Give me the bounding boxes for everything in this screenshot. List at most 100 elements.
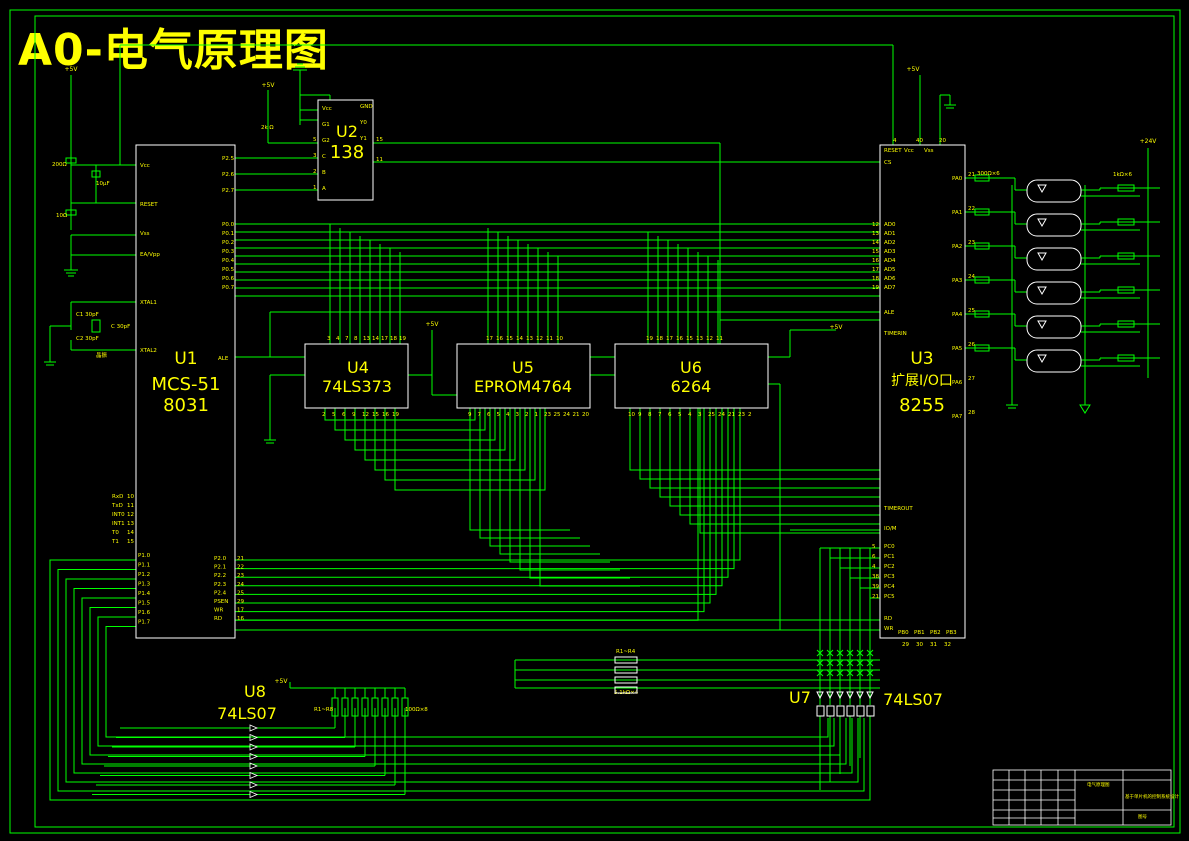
u1-pin-rlow: P2.2: [214, 573, 226, 579]
led-diode-icon: [1037, 218, 1047, 228]
u8-part: 74LS07: [217, 704, 277, 723]
optocoupler: [1026, 213, 1082, 237]
u6-pin-num: 17: [666, 336, 673, 342]
wire: [49, 559, 871, 801]
title-block: [992, 769, 1172, 826]
u2-ref: U2: [336, 122, 358, 141]
u3-pin-num: 22: [968, 206, 975, 212]
u1-pin-rlow: WR: [214, 608, 223, 614]
resistor: [1117, 252, 1135, 260]
u3-pin-pa: PA7: [952, 414, 963, 420]
resistor: [974, 208, 990, 216]
u6-pin-num: 12: [706, 336, 713, 342]
u3-pin-wr: WR: [884, 626, 893, 632]
u3-pin-pc: PC5: [884, 594, 895, 600]
u3-name: 扩展I/O口: [891, 373, 953, 389]
r-pulldown-label: 10Ω: [56, 213, 67, 219]
u3-pin-num: 4: [893, 138, 897, 144]
u5-pin-num: 20: [582, 412, 589, 418]
u5-pin-num: 13: [526, 336, 533, 342]
u3-pin-num: 15: [872, 249, 879, 255]
u3-pin-num: 18: [872, 276, 879, 282]
u1-pin-num: 29: [237, 599, 244, 605]
led-segment: [836, 705, 845, 717]
u6-pin-num: 9: [638, 412, 642, 418]
wire: [519, 408, 620, 571]
u2-pin-num: 5: [313, 137, 317, 143]
wire: [499, 408, 600, 555]
buffer-gate: [249, 762, 259, 770]
u1-pin-p2-6: P2.6: [222, 172, 235, 178]
u3-pin-addr: AD5: [884, 267, 896, 273]
u5-pin-num: 24: [563, 412, 570, 418]
u5-pin-num: 4: [506, 412, 510, 418]
crystal: [91, 319, 101, 333]
u1-pin-num: 16: [237, 616, 244, 622]
u4-pin-num: 5: [332, 412, 336, 418]
u1-pin-num: 11: [127, 503, 134, 509]
u2-pin-right: GND: [360, 104, 373, 110]
vcc-label-u1: +5V: [65, 66, 79, 73]
wire: [235, 408, 717, 595]
r-u8-net-label: R1~R8: [314, 707, 334, 713]
u3-pin-rd: RD: [884, 616, 892, 622]
u6-pin-num: 2: [748, 412, 752, 418]
u4-pin-num: 3: [327, 336, 331, 342]
u2-part: 138: [330, 142, 364, 163]
buffer-gate: [866, 691, 874, 700]
u3-pin-addr: AD0: [884, 222, 896, 228]
u3-pin-num: 40: [916, 138, 923, 144]
c1-label: C1 30pF: [76, 312, 99, 318]
wire: [816, 659, 824, 667]
wire: [659, 408, 880, 498]
u1-pin-vcc: Vcc: [140, 163, 150, 169]
u5-ref: U5: [512, 358, 534, 377]
u1-pin-rlow: P2.3: [214, 582, 227, 588]
c3-label: C 30pF: [111, 324, 130, 330]
wire: [639, 408, 880, 480]
u3-part: 8255: [899, 395, 945, 416]
wire: [354, 408, 506, 451]
wire: [629, 408, 880, 471]
buffer-gate: [249, 743, 259, 751]
u1-pin-p2-5: P2.5: [222, 156, 235, 162]
u1-pin-p0: P0.6: [222, 276, 235, 282]
u6-pin-num: 8: [648, 412, 652, 418]
u2-pin-left: C: [322, 154, 326, 160]
u4-pin-num: 19: [392, 412, 399, 418]
u2-pin-right: Y0: [359, 120, 367, 126]
u6-body: [614, 343, 769, 409]
u6-pin-num: 18: [656, 336, 663, 342]
u6-pin-num: 21: [728, 412, 735, 418]
u5-pin-num: 25: [554, 412, 561, 418]
wiring: [44, 44, 1160, 801]
u3-pin-num: 21: [872, 594, 879, 600]
u3-pin-top: Vss: [924, 148, 934, 154]
buffer-gate: [249, 733, 259, 742]
u1-pin-p1: P1.7: [138, 620, 151, 626]
wire: [846, 669, 854, 677]
wire: [679, 408, 880, 516]
led-segment: [846, 705, 855, 717]
u3-pin-top: Vcc: [904, 148, 914, 154]
u5-pin-num: 17: [486, 336, 493, 342]
optocoupler: [1026, 315, 1082, 339]
wire: [235, 408, 711, 604]
led-diode-icon: [1037, 184, 1047, 194]
u6-pin-num: 7: [658, 412, 662, 418]
u1-pin-rlow: RD: [214, 616, 222, 622]
u1-pin-p1: P1.0: [138, 553, 151, 559]
wire: [856, 649, 864, 657]
u1-pin-p3: INT1: [112, 521, 125, 527]
u3-pin-num: 31: [930, 642, 937, 648]
resistor: [1117, 354, 1135, 362]
wire: [73, 588, 853, 774]
u5-pin-num: 16: [496, 336, 503, 342]
vcc-label-u6: +5V: [830, 324, 844, 331]
wire: [529, 408, 630, 579]
u1-pin-p0: P0.4: [222, 258, 235, 264]
u1-name: MCS-51: [152, 374, 221, 395]
u3-pin-pb: PB1: [914, 630, 925, 636]
u1-pin-p0: P0.7: [222, 285, 235, 291]
u1-pin-p3: INT0: [112, 512, 125, 518]
